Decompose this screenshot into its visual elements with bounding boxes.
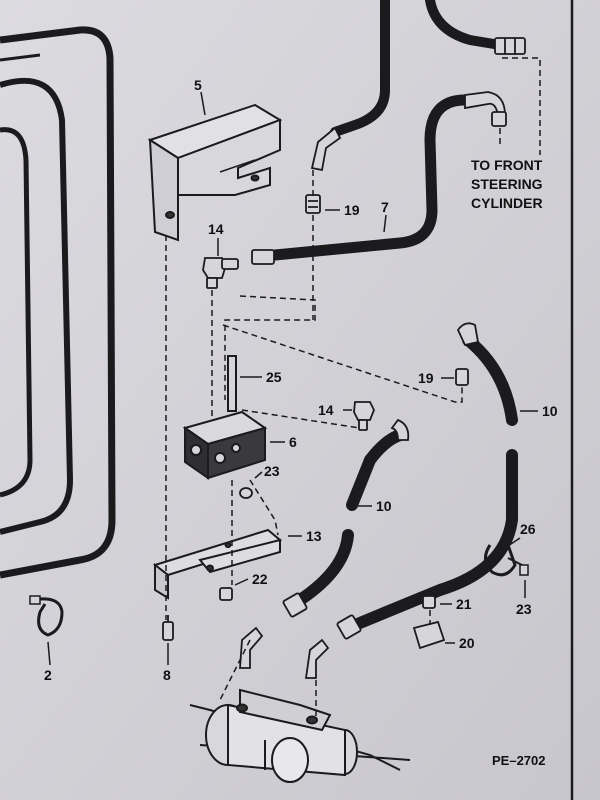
callout-19-lower: 19 <box>418 370 434 386</box>
note-line-2: STEERING <box>471 176 543 192</box>
callout-6: 6 <box>289 434 297 450</box>
callout-20: 20 <box>459 635 475 651</box>
callout-23-upper: 23 <box>264 463 280 479</box>
callout-14-upper: 14 <box>208 221 224 237</box>
drawing-reference: PE–2702 <box>492 753 546 768</box>
cable-clamp <box>29 595 64 637</box>
callout-19-upper: 19 <box>344 202 360 218</box>
callout-labels: 5 14 19 7 25 19 10 14 6 23 10 13 26 22 2… <box>44 77 558 683</box>
note-line-3: CYLINDER <box>471 195 543 211</box>
callout-8: 8 <box>163 667 171 683</box>
mounting-bracket <box>147 103 283 242</box>
callout-5: 5 <box>194 77 202 93</box>
fittings <box>162 37 526 679</box>
callout-14-lower: 14 <box>318 402 334 418</box>
callout-26: 26 <box>520 521 536 537</box>
hose-clamp <box>484 544 529 577</box>
steering-axle <box>189 688 411 783</box>
callout-21: 21 <box>456 596 472 612</box>
callout-10-middle: 10 <box>376 498 392 514</box>
callout-10-right: 10 <box>542 403 558 419</box>
callout-23-lower: 23 <box>516 601 532 617</box>
routing-note: TO FRONT STEERING CYLINDER <box>471 157 543 211</box>
callout-22: 22 <box>252 571 268 587</box>
note-line-1: TO FRONT <box>471 157 543 173</box>
callout-25: 25 <box>266 369 282 385</box>
control-valve <box>182 355 268 480</box>
callout-13: 13 <box>306 528 322 544</box>
frame-loops <box>0 26 116 579</box>
hoses <box>269 0 518 631</box>
mounting-plate <box>152 528 283 600</box>
callout-2: 2 <box>44 667 52 683</box>
callout-7: 7 <box>381 199 389 215</box>
callout-leaders <box>47 91 538 666</box>
dashed-guides <box>165 57 541 720</box>
